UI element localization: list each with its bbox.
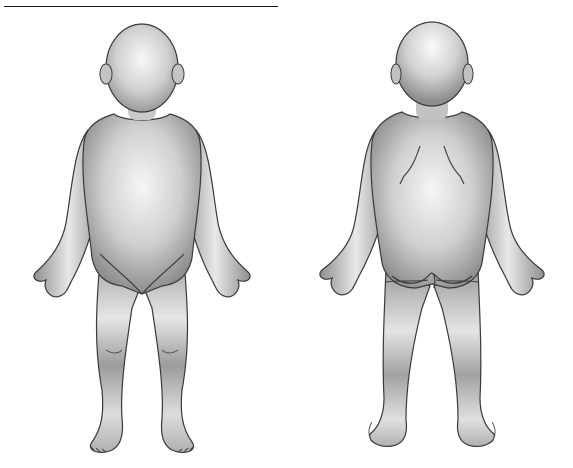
ear-left — [100, 64, 112, 84]
torso-front — [83, 114, 201, 294]
head-front — [106, 24, 178, 112]
head-back — [396, 22, 468, 106]
header-rule — [4, 6, 278, 7]
body-back-figure — [312, 18, 552, 463]
torso-back — [371, 112, 493, 288]
ear-right — [172, 64, 184, 84]
left-leg-back — [370, 268, 430, 446]
ear-left-back — [391, 64, 401, 84]
body-back-svg — [312, 18, 552, 463]
body-front-svg — [22, 18, 262, 463]
ear-right-back — [463, 64, 473, 84]
body-front-figure — [22, 18, 262, 463]
right-leg-back — [434, 268, 494, 446]
